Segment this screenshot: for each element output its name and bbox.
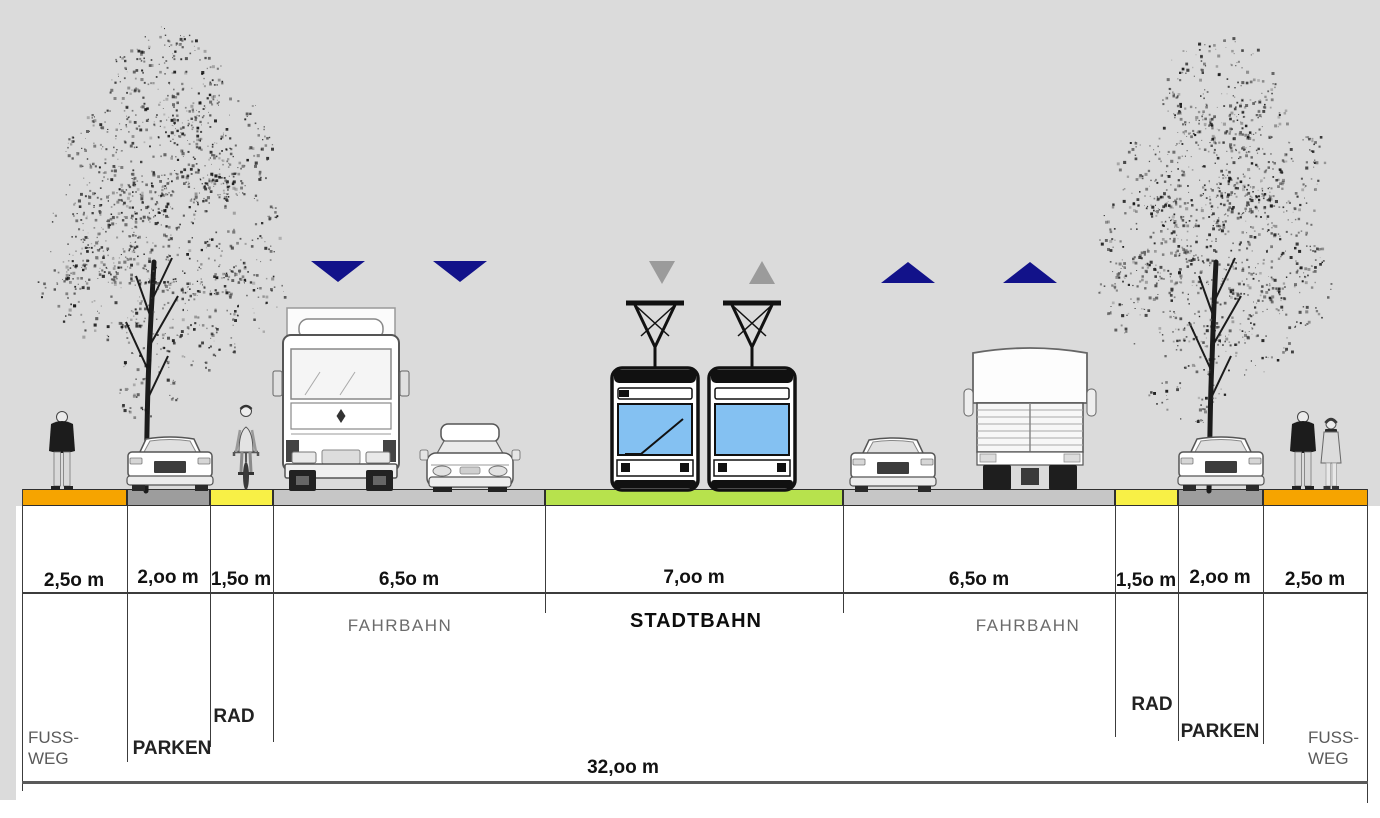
width-label-roadway-right: 6,5o m bbox=[948, 569, 1010, 590]
width-label-parking-left: 2,oo m bbox=[137, 567, 199, 588]
surface-roadway-right bbox=[843, 489, 1115, 506]
road-surface-strips bbox=[22, 489, 1368, 506]
measure-line bbox=[22, 592, 1368, 594]
surface-parking-right bbox=[1178, 489, 1263, 506]
fussweg-line2: WEG bbox=[1308, 749, 1349, 768]
dimension-line bbox=[210, 506, 211, 747]
dimension-line bbox=[1115, 506, 1116, 737]
zone-label-parken-right: PARKEN bbox=[1180, 721, 1260, 742]
dimension-line bbox=[1367, 489, 1368, 803]
dimension-line bbox=[1178, 506, 1179, 741]
zone-label-fussweg-left: FUSS- WEG bbox=[28, 727, 79, 769]
zone-label-stadtbahn: STADTBAHN bbox=[630, 610, 762, 632]
width-label-footpath-left: 2,5o m bbox=[43, 570, 105, 591]
zone-label-rad-right: RAD bbox=[1131, 694, 1173, 715]
surface-bike-left bbox=[210, 489, 273, 506]
width-label-tram: 7,oo m bbox=[663, 567, 725, 588]
fussweg-line2: WEG bbox=[28, 749, 69, 768]
dimension-line bbox=[22, 489, 23, 791]
sky-background bbox=[0, 0, 1380, 506]
width-label-roadway-left: 6,5o m bbox=[378, 569, 440, 590]
surface-footpath-right bbox=[1263, 489, 1368, 506]
zone-label-parken-left: PARKEN bbox=[132, 738, 212, 759]
fussweg-line1: FUSS- bbox=[1308, 728, 1359, 747]
width-label-parking-right: 2,oo m bbox=[1189, 567, 1251, 588]
dimension-line bbox=[843, 506, 844, 613]
dimension-line bbox=[1263, 506, 1264, 744]
dimension-line bbox=[273, 506, 274, 742]
total-width-line bbox=[22, 781, 1368, 784]
total-width-label: 32,oo m bbox=[587, 757, 659, 778]
surface-parking-left bbox=[127, 489, 210, 506]
surface-tram-bed bbox=[545, 489, 843, 506]
fussweg-line1: FUSS- bbox=[28, 728, 79, 747]
surface-footpath-left bbox=[22, 489, 127, 506]
surface-bike-right bbox=[1115, 489, 1178, 506]
zone-label-fahrbahn-right: FAHRBAHN bbox=[975, 616, 1081, 635]
dimension-line bbox=[127, 506, 128, 762]
width-label-footpath-right: 2,5o m bbox=[1284, 569, 1346, 590]
zone-label-fahrbahn-left: FAHRBAHN bbox=[347, 616, 453, 635]
left-edge-band bbox=[0, 0, 16, 800]
surface-roadway-left bbox=[273, 489, 545, 506]
zone-label-rad-left: RAD bbox=[213, 706, 255, 727]
dimension-line bbox=[545, 506, 546, 613]
width-label-bike-right: 1,5o m bbox=[1115, 570, 1177, 591]
zone-label-fussweg-right: FUSS- WEG bbox=[1308, 727, 1359, 769]
width-label-bike-left: 1,5o m bbox=[210, 569, 272, 590]
